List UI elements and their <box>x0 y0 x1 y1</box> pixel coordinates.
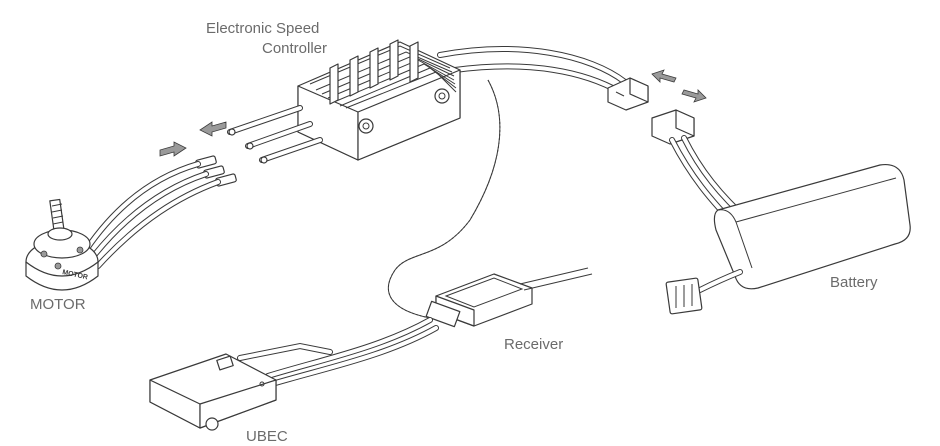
esc-battery-connector <box>607 77 649 111</box>
esc-receiver-signal-cable <box>387 79 501 319</box>
receiver <box>425 267 593 328</box>
ubec <box>149 353 277 431</box>
battery-pack <box>713 163 911 290</box>
esc-body <box>297 39 461 161</box>
esc-label-line1: Electronic Speed <box>206 20 320 37</box>
motor-label: MOTOR <box>30 296 86 313</box>
receiver-label: Receiver <box>504 336 564 353</box>
esc-motor-leads <box>227 105 323 164</box>
connect-arrows-battery <box>651 69 707 103</box>
motor-wires <box>83 161 221 269</box>
ubec-label: UBEC <box>246 428 288 445</box>
ubec-wires <box>237 317 439 387</box>
esc-label-line2: Controller <box>262 40 328 57</box>
battery-label: Battery <box>830 274 878 291</box>
esc-battery-leads <box>437 46 628 95</box>
balance-lead <box>665 269 743 315</box>
motor: MOTOR <box>25 198 99 291</box>
connect-arrows-motor <box>159 121 227 157</box>
